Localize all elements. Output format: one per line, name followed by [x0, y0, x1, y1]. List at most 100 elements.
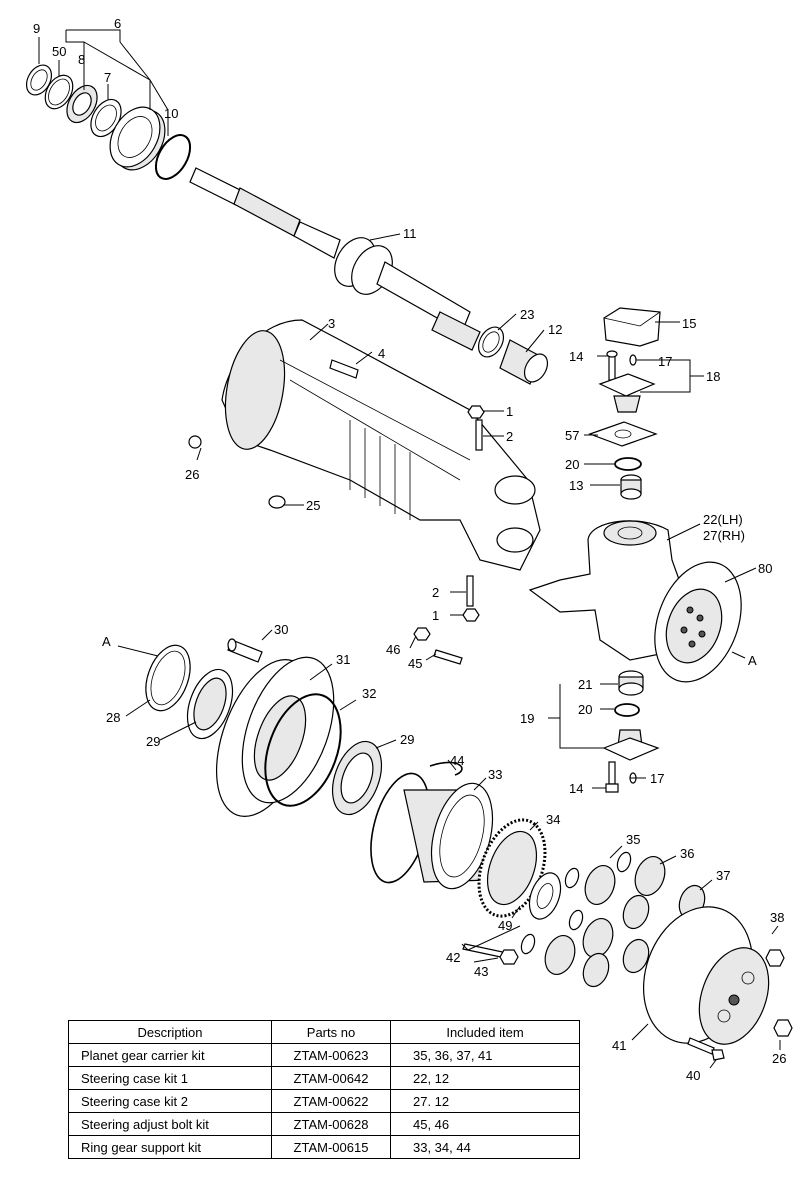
callout-10: 10 [164, 106, 178, 121]
table-row: Ring gear support kit ZTAM-00615 33, 34,… [68, 1135, 580, 1159]
parts-kit-table: Description Parts no Included item Plane… [68, 1020, 580, 1159]
nut-1-top [467, 405, 485, 419]
callout-9: 9 [33, 21, 40, 36]
table-cell-description: Planet gear carrier kit [68, 1043, 272, 1067]
table-cell-parts-no: ZTAM-00615 [271, 1135, 391, 1159]
callout-45: 45 [408, 656, 422, 671]
table-cell-description: Steering adjust bolt kit [68, 1112, 272, 1136]
callout-8: 8 [78, 52, 85, 67]
bearing-8 [66, 84, 98, 124]
callout-29-left: 29 [146, 734, 160, 749]
callout-14-bottom: 14 [569, 781, 583, 796]
o-ring-20-bottom [614, 703, 640, 717]
table-cell-included-item: 45, 46 [390, 1112, 580, 1136]
nut-1-bottom [462, 608, 480, 622]
header-included-item: Included item [390, 1020, 580, 1044]
callout-17-top: 17 [658, 354, 672, 369]
callout-20-top: 20 [565, 457, 579, 472]
stud-2-top [475, 419, 483, 451]
plug-38 [765, 949, 785, 967]
callout-20-bottom: 20 [578, 702, 592, 717]
washer-49 [528, 872, 562, 920]
wheel-hub-31 [215, 656, 335, 817]
snap-ring-44 [429, 761, 463, 776]
stud-2-bottom [466, 575, 474, 607]
bearing-21 [618, 670, 644, 696]
callout-23: 23 [520, 307, 534, 322]
nut-43 [499, 949, 519, 965]
callout-57: 57 [565, 428, 579, 443]
stud-30 [227, 638, 263, 663]
callout-13: 13 [569, 478, 583, 493]
table-cell-parts-no: ZTAM-00622 [271, 1089, 391, 1113]
table-cell-parts-no: ZTAM-00642 [271, 1066, 391, 1090]
table-cell-description: Steering case kit 2 [68, 1089, 272, 1113]
table-row: Steering adjust bolt kit ZTAM-00628 45, … [68, 1112, 580, 1136]
table-cell-included-item: 22, 12 [390, 1066, 580, 1090]
callout-38: 38 [770, 910, 784, 925]
steering-case-22-27 [528, 520, 691, 661]
table-cell-description: Steering case kit 1 [68, 1066, 272, 1090]
table-header-row: Description Parts no Included item [68, 1020, 580, 1044]
callout-31: 31 [336, 652, 350, 667]
callout-22: 22(LH) [703, 512, 743, 527]
callout-35: 35 [626, 832, 640, 847]
callout-1-top: 1 [506, 404, 513, 419]
callout-17-bottom: 17 [650, 771, 664, 786]
plug-26-left [188, 435, 202, 449]
bolt-14-bottom [605, 761, 619, 793]
planet-gears-37 [582, 884, 706, 988]
callout-50: 50 [52, 44, 66, 59]
table-cell-parts-no: ZTAM-00628 [271, 1112, 391, 1136]
callout-49: 49 [498, 918, 512, 933]
o-ring-10 [154, 134, 192, 180]
callout-37: 37 [716, 868, 730, 883]
bolt-4 [329, 359, 359, 379]
callout-4: 4 [378, 346, 385, 361]
callout-29-right: 29 [400, 732, 414, 747]
planet-gears-36 [544, 856, 666, 975]
table-row: Steering case kit 2 ZTAM-00622 27. 12 [68, 1089, 580, 1113]
callout-36: 36 [680, 846, 694, 861]
callout-28: 28 [106, 710, 120, 725]
table-cell-parts-no: ZTAM-00623 [271, 1043, 391, 1067]
callout-33: 33 [488, 767, 502, 782]
table-cell-description: Ring gear support kit [68, 1135, 272, 1159]
callout-1-bottom: 1 [432, 608, 439, 623]
callout-34: 34 [546, 812, 560, 827]
leader-lines [38, 29, 781, 1069]
callout-30: 30 [274, 622, 288, 637]
callout-2-bottom: 2 [432, 585, 439, 600]
kingpin-18-top [598, 373, 656, 413]
callout-18: 18 [706, 369, 720, 384]
callout-3: 3 [328, 316, 335, 331]
callout-21: 21 [578, 677, 592, 692]
callout-46: 46 [386, 642, 400, 657]
bearing-13 [620, 474, 642, 500]
o-ring-20-top [614, 457, 642, 471]
callout-43: 43 [474, 964, 488, 979]
o-ring-32 [264, 693, 342, 807]
callout-26-right: 26 [772, 1051, 786, 1066]
callout-44: 44 [450, 753, 464, 768]
table-cell-included-item: 35, 36, 37, 41 [390, 1043, 580, 1067]
callout-32: 32 [362, 686, 376, 701]
callout-15: 15 [682, 316, 696, 331]
callout-80: 80 [758, 561, 772, 576]
callout-26-left: 26 [185, 467, 199, 482]
plug-26-right [773, 1019, 793, 1037]
bushing-12 [499, 339, 549, 385]
bolt-40 [687, 1037, 725, 1061]
bushing-6 [109, 106, 166, 171]
ref-A-right: A [748, 653, 757, 668]
bearing-29-left [186, 668, 234, 740]
callout-labels: 9 50 8 6 7 10 11 23 12 3 4 1 2 26 25 15 … [33, 16, 786, 1083]
callout-12: 12 [548, 322, 562, 337]
cap-15 [603, 307, 661, 347]
callout-7: 7 [104, 70, 111, 85]
ring-gear-33 [370, 772, 494, 890]
callout-14-top: 14 [569, 349, 583, 364]
hub-flange-80 [654, 561, 742, 683]
bolt-17-top [629, 354, 637, 366]
